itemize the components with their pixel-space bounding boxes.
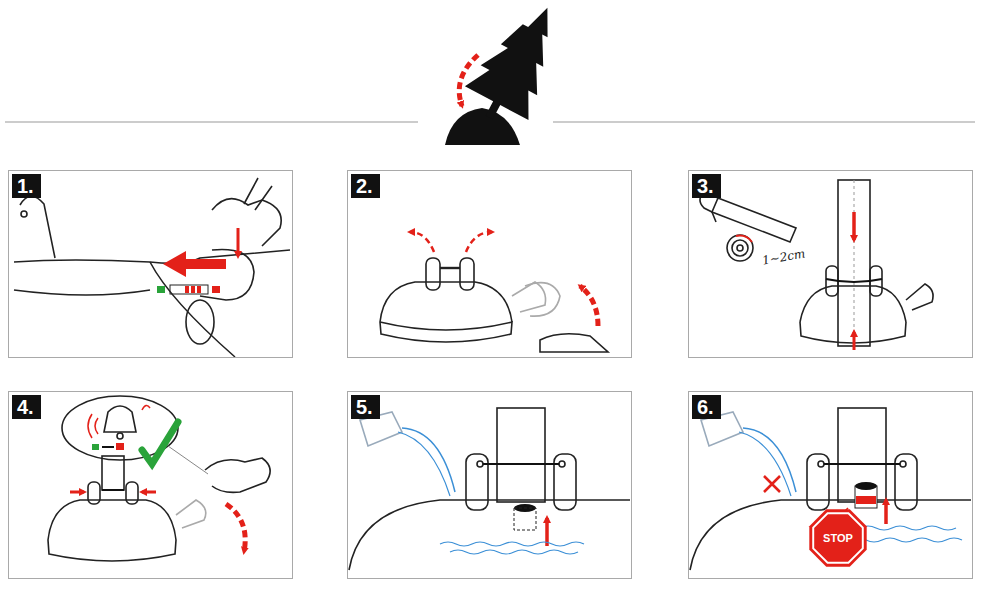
step-number: 5.	[351, 395, 380, 419]
stop-sign: STOP	[808, 508, 868, 568]
step-number: 6.	[692, 395, 721, 419]
stop-text: STOP	[808, 532, 868, 544]
dimension-label: 1~2cm	[761, 246, 806, 267]
step-number: 2.	[351, 174, 380, 198]
step-number: 4.	[12, 395, 41, 419]
step-panel: 2.	[347, 170, 632, 358]
step-panel: 6. STOP	[688, 391, 973, 579]
step-panel: 5.	[347, 391, 632, 579]
step-panel: 4.	[8, 391, 293, 579]
step-panel: 3.	[688, 170, 973, 358]
step-panel: 1.	[8, 170, 293, 358]
step-number: 3.	[692, 174, 721, 198]
step-number: 1.	[12, 174, 41, 198]
